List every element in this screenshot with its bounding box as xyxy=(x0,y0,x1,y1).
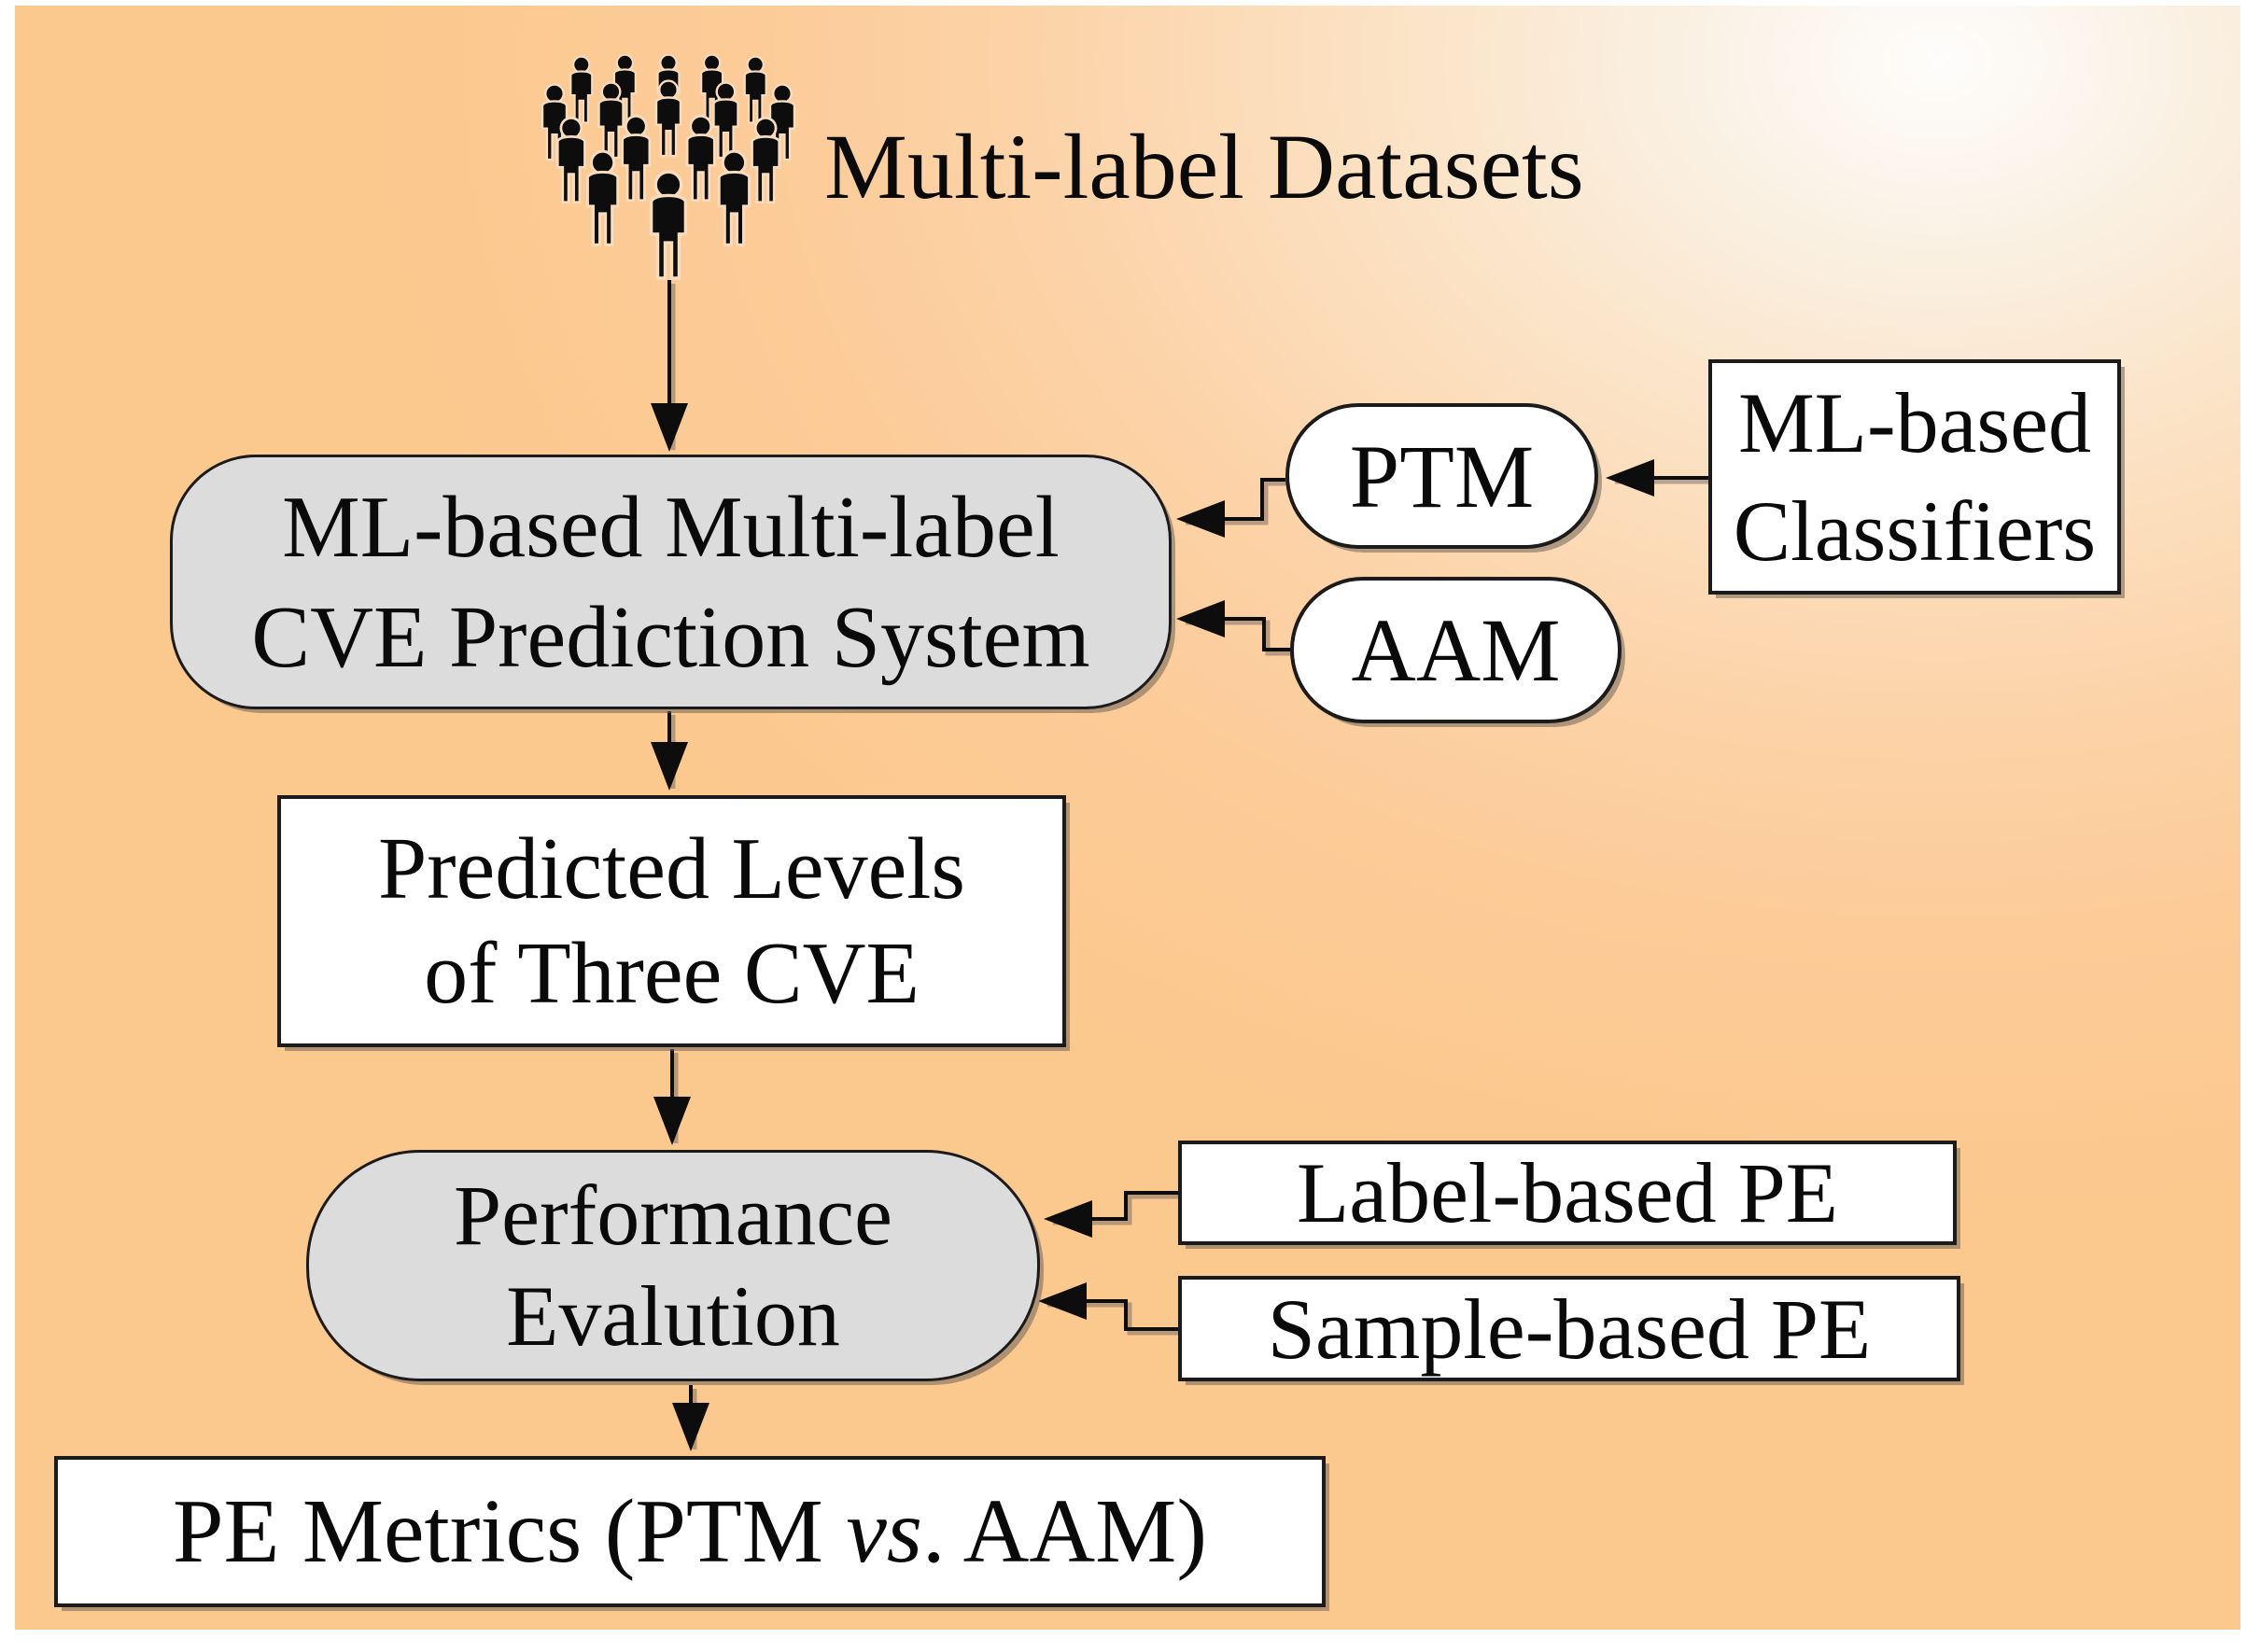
system-label-line2: CVE Prediction System xyxy=(251,588,1090,686)
node-ptm: PTM xyxy=(1285,403,1598,549)
predicted-label-line2: of Three CVE xyxy=(424,925,920,1022)
node-label-based-pe: Label-based PE xyxy=(1178,1141,1957,1245)
node-predicted-levels: Predicted Levels of Three CVE xyxy=(277,795,1066,1047)
metrics-label-vs: vs xyxy=(846,1481,923,1582)
arrow-labelpe-to-performance xyxy=(1044,1191,1178,1238)
arrow-samplepe-to-performance xyxy=(1038,1282,1178,1331)
sample-pe-label: Sample-based PE xyxy=(1267,1281,1872,1377)
label-pe-label: Label-based PE xyxy=(1297,1145,1838,1240)
metrics-label-prefix: PE Metrics (PTM xyxy=(173,1481,847,1582)
classifiers-label-line2: Classifiers xyxy=(1733,483,2097,579)
node-ml-cve-prediction-system: ML-based Multi-label CVE Prediction Syst… xyxy=(170,455,1172,709)
node-performance-evaluation: Performance Evalution xyxy=(306,1150,1040,1381)
classifiers-label-line1: ML-based xyxy=(1737,375,2092,470)
crowd-icon xyxy=(541,54,796,280)
node-ml-based-classifiers: ML-based Classifiers xyxy=(1708,359,2121,595)
arrow-aam-to-system xyxy=(1176,600,1290,651)
metrics-label-suffix: . AAM) xyxy=(922,1481,1207,1582)
arrow-ptm-to-system xyxy=(1176,478,1285,538)
system-label-line1: ML-based Multi-label xyxy=(282,478,1060,576)
performance-label-line1: Performance xyxy=(454,1168,892,1263)
node-sample-based-pe: Sample-based PE xyxy=(1178,1276,1960,1381)
node-aam: AAM xyxy=(1290,577,1622,723)
predicted-label-line1: Predicted Levels xyxy=(377,820,966,917)
datasets-title: Multi-label Datasets xyxy=(824,114,1584,218)
performance-label-line2: Evalution xyxy=(506,1268,840,1364)
aam-label: AAM xyxy=(1351,600,1561,700)
ptm-label: PTM xyxy=(1349,426,1535,526)
person-silhouette-group xyxy=(541,54,796,280)
node-pe-metrics: PE Metrics (PTM vs. AAM) xyxy=(54,1456,1326,1607)
